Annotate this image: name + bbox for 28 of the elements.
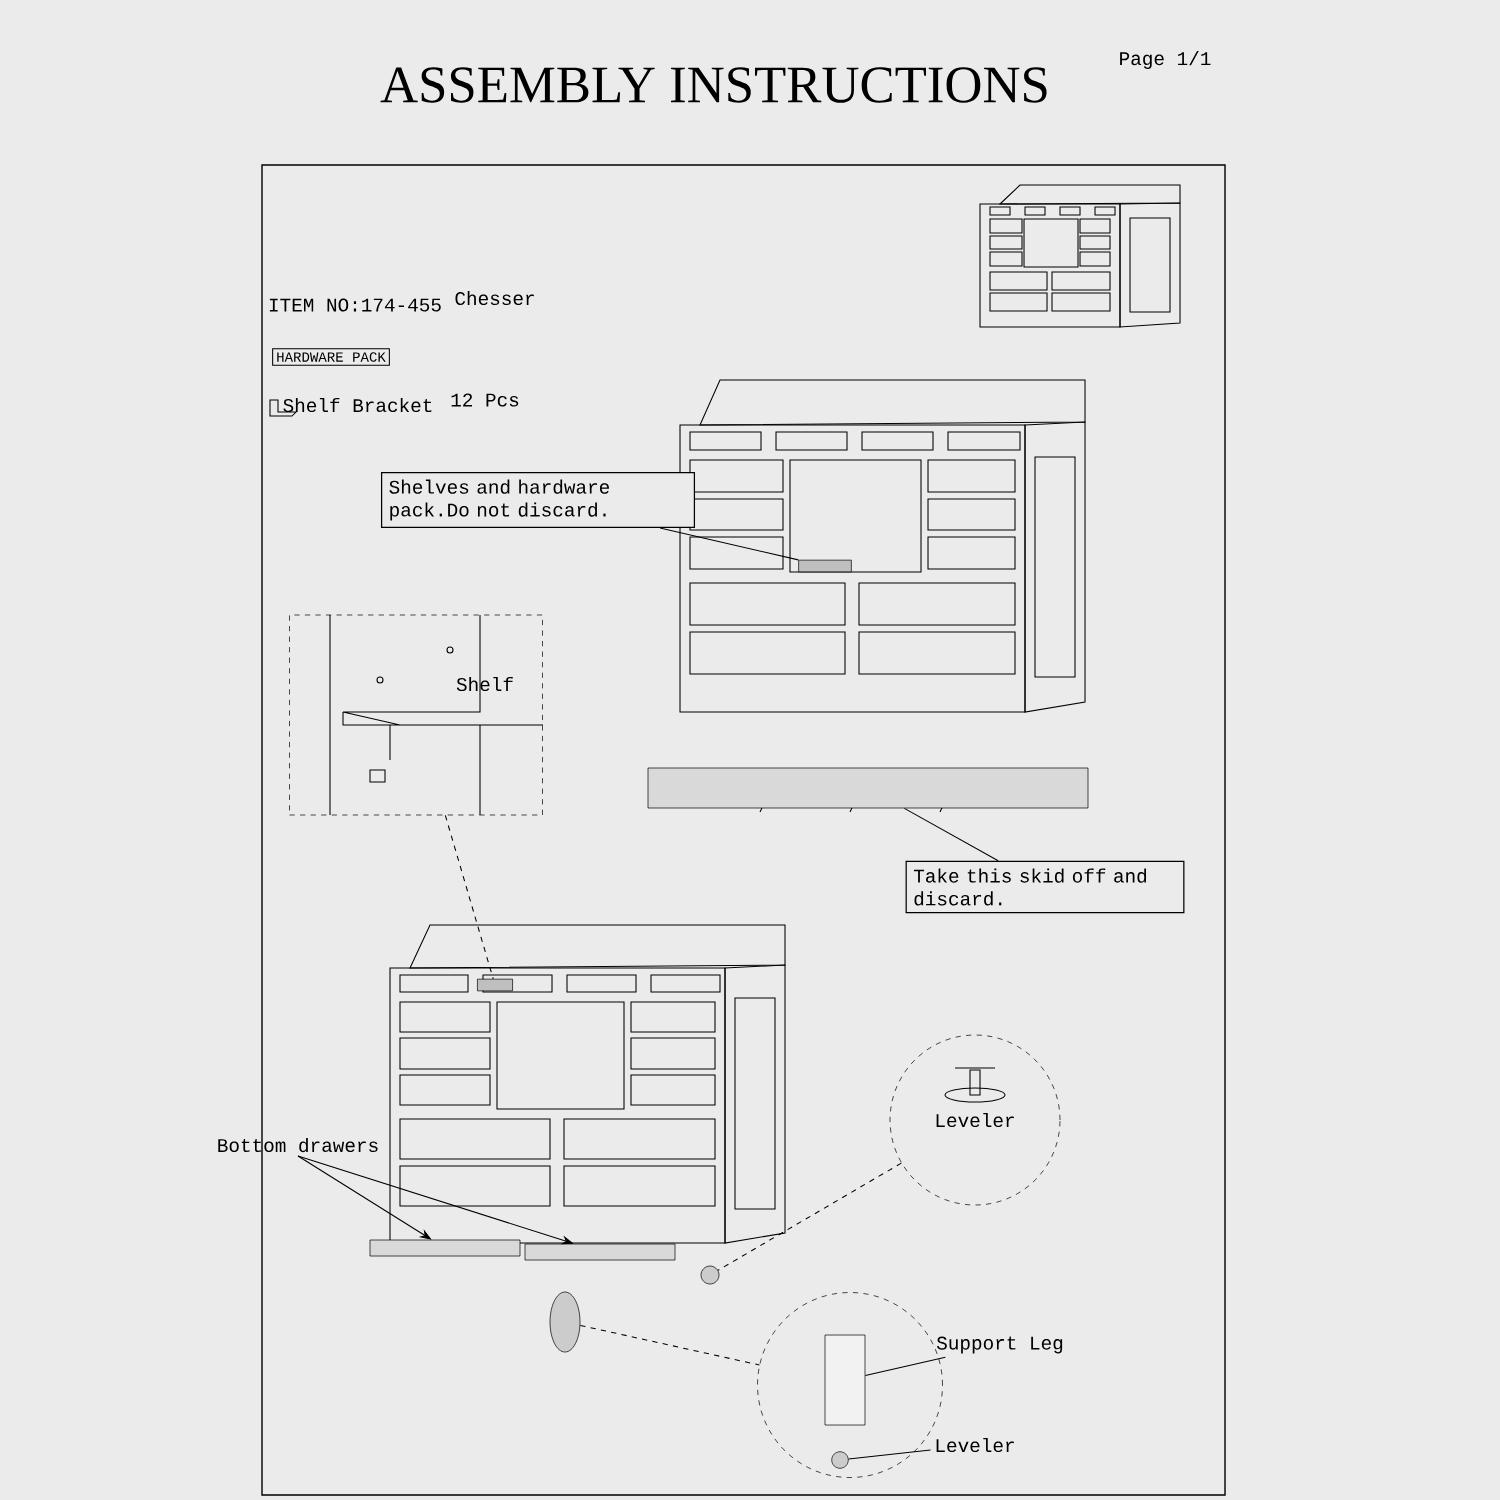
leader-line: [579, 1324, 760, 1366]
detail-inset: [477, 978, 513, 992]
item-number: ITEM NO:174-455: [269, 298, 441, 312]
leader-line: [444, 814, 494, 980]
leg-callout-oval: [549, 1291, 581, 1353]
callout-box: Take this skid off and discard.: [905, 860, 1185, 914]
pulled-drawer: [524, 1243, 676, 1261]
skid: [647, 767, 1089, 809]
detail-inset: [798, 559, 852, 573]
part-quantity: 12 Pcs: [451, 393, 519, 407]
text-label: Leveler: [936, 1437, 1014, 1453]
shelf-label: Shelf: [456, 676, 513, 692]
title: ASSEMBLY INSTRUCTIONS: [380, 67, 1047, 103]
leader-line: [903, 807, 999, 862]
part-name: Shelf Bracket: [283, 397, 432, 413]
support-leg: [824, 1334, 866, 1426]
leveler-foot: [831, 1451, 849, 1469]
pulled-drawer: [369, 1239, 521, 1257]
leader-line: [717, 1162, 902, 1271]
leader-line: [864, 1356, 946, 1376]
leveler-foot: [700, 1265, 720, 1285]
detail-inset: [289, 614, 543, 816]
product-name: Chesser: [455, 290, 534, 306]
callout-box: HARDWARE PACK: [272, 348, 390, 366]
page-number: Page 1/1: [1120, 51, 1211, 69]
callout-box: Shelves and hardware pack.Do not discard.: [381, 471, 696, 529]
text-label: Support Leg: [936, 1336, 1063, 1354]
leader-line: [848, 1449, 932, 1460]
